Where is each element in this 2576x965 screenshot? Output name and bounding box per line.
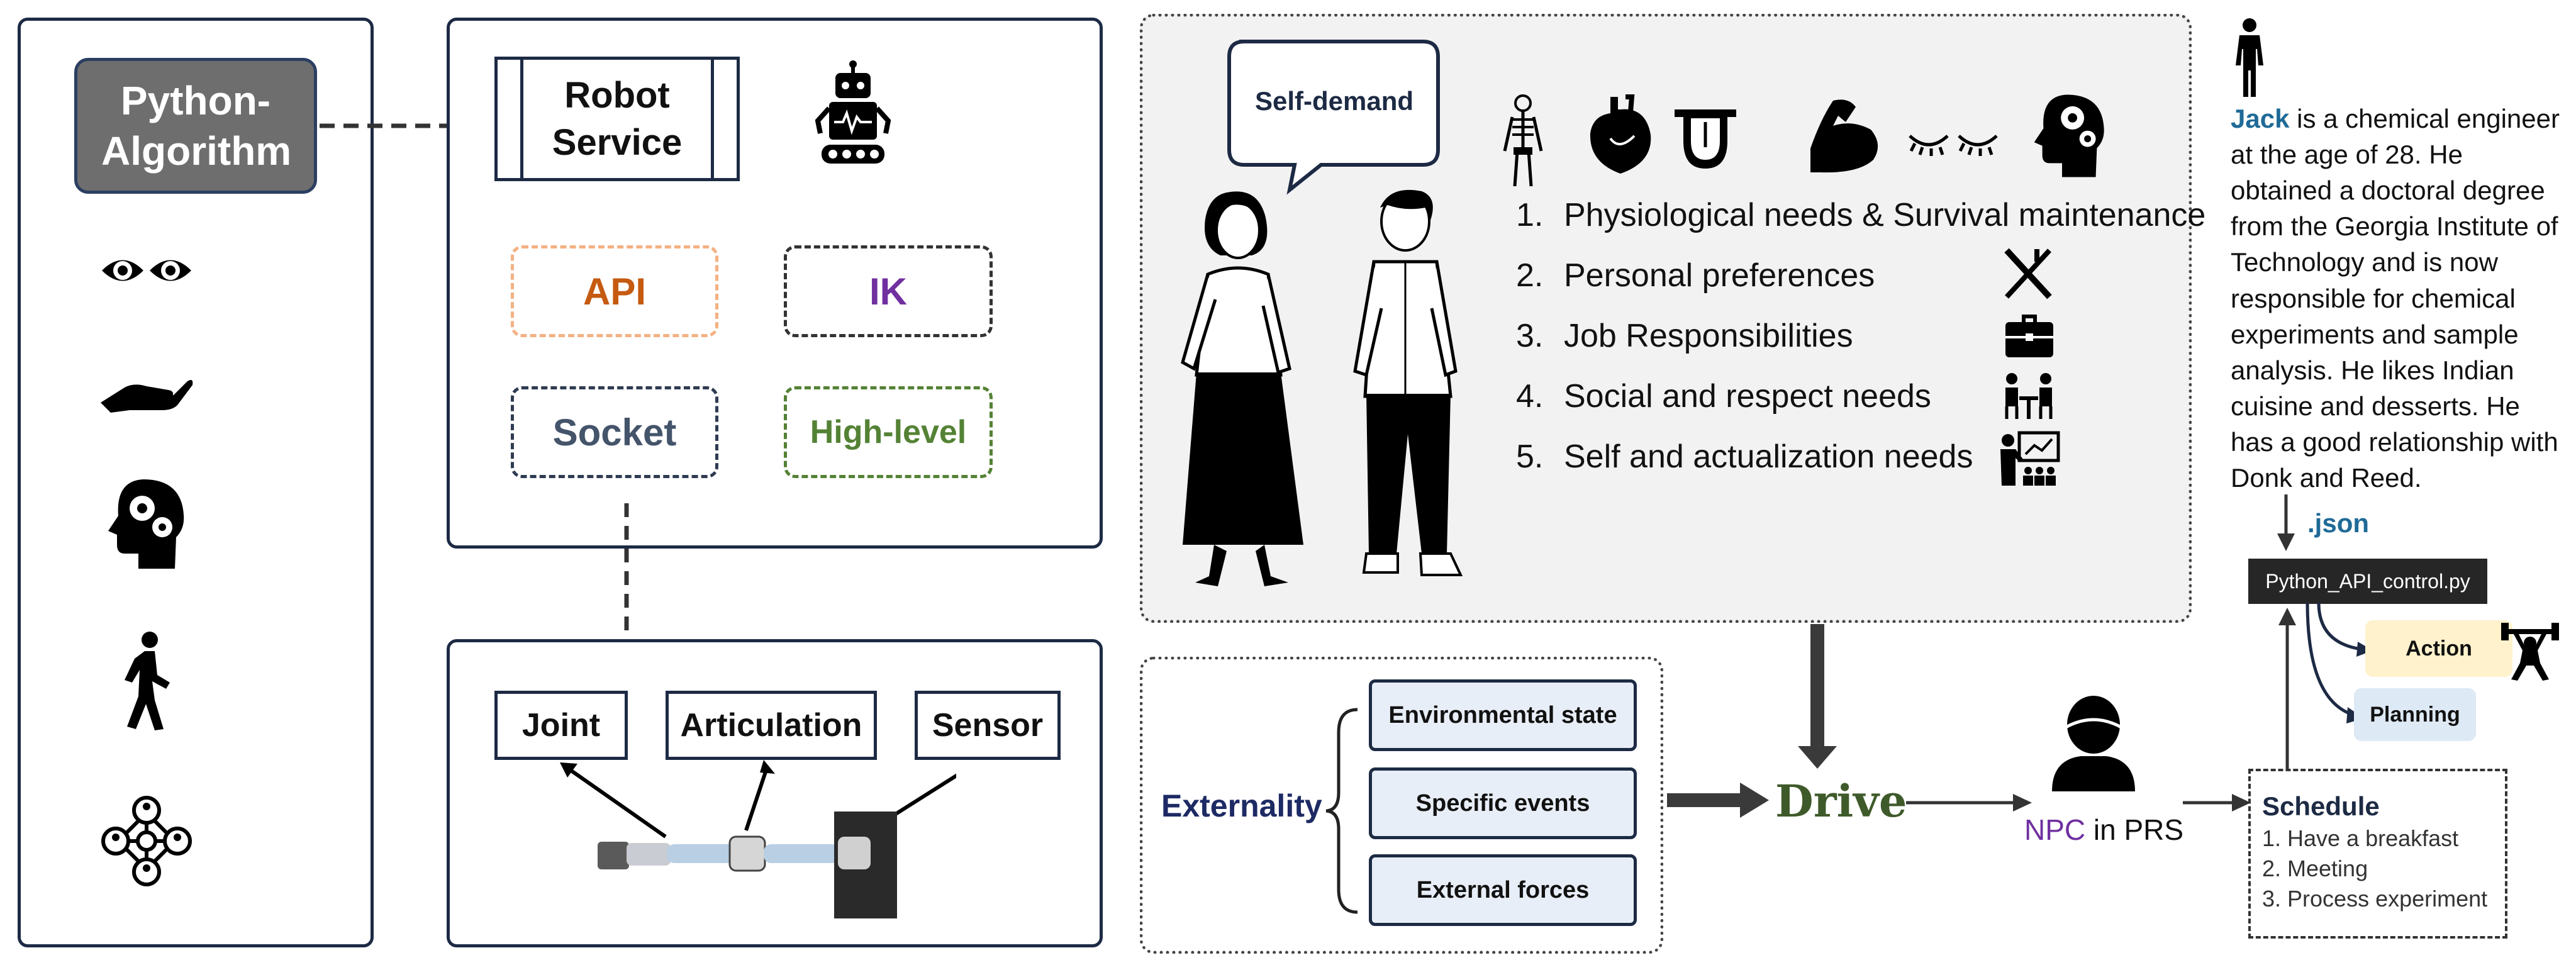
externality-panel [1140,657,1663,954]
meeting-icon [2000,371,2057,421]
python-algorithm-label: Python-Algorithm [101,78,292,174]
schedule-item-1: 1. Have a breakfast [2262,825,2459,851]
externality-item-1[interactable]: Environmental state [1369,679,1637,751]
externality-label: Externality [1161,788,1322,823]
schedule-item-3: 3. Process experiment [2262,886,2488,912]
need-item-1: 1.Physiological needs & Survival mainten… [1516,197,2206,233]
drive-to-npc-arrow [1906,794,2032,812]
teacher-icon [1998,430,2061,487]
bicep-icon [1808,94,1883,176]
profile-text: Jack is a chemical engineer at the age o… [2231,101,2564,496]
joint-label: Joint [521,707,601,744]
social-network-icon [99,794,194,888]
python-algorithm-box[interactable]: Python-Algorithm [74,58,317,194]
npc-rest: in PRS [2085,813,2184,846]
schedule-title: Schedule [2262,791,2380,821]
speech-bubble-label: Self-demand [1254,86,1414,116]
profile-bio: is a chemical engineer at the age of 28.… [2231,104,2560,493]
externality-item-3[interactable]: External forces [1369,854,1637,926]
robot-service-label: Robot Service [552,74,683,163]
action-box[interactable]: Action [2365,620,2512,677]
schedule-box[interactable]: Schedule 1. Have a breakfast 2. Meeting … [2248,769,2507,939]
npc-word: NPC [2024,813,2086,846]
api-label: API [583,270,647,313]
robot-icon [815,60,891,167]
planning-label: Planning [2370,702,2460,727]
ik-label: IK [869,270,907,313]
articulation-box[interactable]: Articulation [666,691,877,760]
joint-box[interactable]: Joint [494,691,628,760]
npc-person-icon [2049,692,2138,793]
externality-brace [1325,708,1358,914]
eyes-icon [99,248,194,293]
woman-figure [1181,191,1303,586]
arm-panel [447,639,1103,947]
action-label: Action [2406,636,2472,661]
python-file-label: Python_API_control.py [2265,569,2470,593]
skeleton-icon [1501,94,1545,189]
drive-label: Drive [1775,775,1907,827]
brain-gears-icon-needs [2032,92,2107,180]
eyelashes-icon [1906,126,2000,157]
file-to-action-planning-arrows [2306,602,2373,723]
profile-to-file-arrow [2277,494,2295,551]
open-hand-icon [99,364,194,414]
robot-service-box[interactable]: Robot Service [494,57,740,181]
ik-box[interactable]: IK [784,245,993,337]
briefcase-icon [2004,312,2055,359]
sensor-box[interactable]: Sensor [915,691,1061,760]
sensor-label: Sensor [932,707,1044,744]
person-standing-icon [2231,18,2268,99]
python-file-box[interactable]: Python_API_control.py [2248,559,2487,604]
socket-label: Socket [552,411,677,454]
need-item-3: 3.Job Responsibilities [1516,318,1853,354]
planning-box[interactable]: Planning [2354,688,2476,741]
brain-gears-icon [106,477,187,571]
need-item-4: 4.Social and respect needs [1516,378,1931,415]
json-label: .json [2307,508,2370,538]
highlevel-label: High-level [810,414,967,450]
fork-knife-icon [2003,247,2053,299]
npc-to-schedule-arrow [2183,794,2251,812]
schedule-to-file-arrow [2278,608,2296,770]
speech-bubble [1227,40,1440,195]
robot-arm-image [560,760,956,918]
need-item-5: 5.Self and actualization needs [1516,438,1973,475]
schedule-item-2: 2. Meeting [2262,856,2368,881]
tongue-icon [1671,103,1740,172]
npc-label: NPC in PRS [2024,813,2183,847]
need-item-2: 2.Personal preferences [1516,257,1875,294]
articulation-label: Articulation [680,707,862,744]
heart-icon [1585,94,1654,176]
weightlifter-icon [2499,619,2562,682]
profile-name: Jack [2231,104,2290,133]
man-figure [1353,189,1463,576]
needs-to-drive-arrow [1798,624,1837,769]
api-box[interactable]: API [511,245,718,337]
highlevel-box[interactable]: High-level [784,386,993,478]
externality-item-2[interactable]: Specific events [1369,767,1637,839]
socket-box[interactable]: Socket [511,386,718,478]
walking-person-icon [113,631,176,732]
externality-to-drive-arrow [1667,783,1769,818]
